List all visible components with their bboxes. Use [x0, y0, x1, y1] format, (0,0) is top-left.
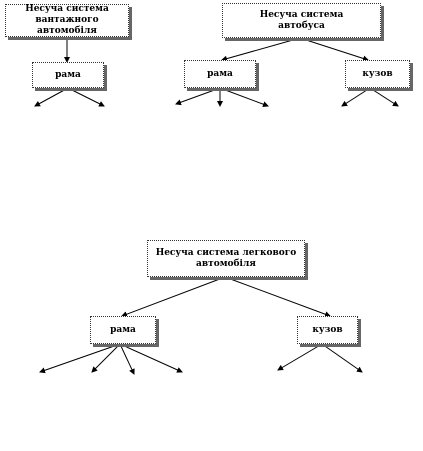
bus-frame-node: рама [184, 60, 256, 88]
car-root-node: Несуча система легкового автомобіля [147, 240, 305, 277]
car-body-node: кузов [297, 316, 358, 344]
car-root-to-body-arrow [224, 276, 331, 318]
truck-frame-branch-left [34, 87, 69, 107]
bus-frame-branch-1 [175, 87, 221, 106]
truck-frame-node: рама [32, 62, 104, 88]
truck-frame-branch-right [67, 87, 105, 107]
car-body-branch-right [321, 343, 363, 373]
bus-body-node: кузов [345, 60, 410, 88]
car-frame-branch-2 [91, 343, 121, 373]
bus-root-to-body-arrow [299, 37, 369, 62]
car-frame-node: рама [90, 316, 156, 344]
bus-body-branch-right [369, 87, 399, 107]
car-frame-branch-4 [119, 343, 183, 373]
car-frame-branch-1 [39, 343, 121, 374]
car-root-to-frame-arrow [121, 276, 226, 318]
bus-body-branch-left [341, 87, 371, 107]
bus-root-to-frame-arrow [221, 37, 301, 62]
truck-root-node: Несуча система вантажного автомобіля [5, 4, 129, 37]
bus-frame-branch-3 [219, 87, 269, 108]
car-frame-branch-3 [119, 343, 135, 375]
car-body-branch-left [277, 343, 323, 371]
bus-root-node: Несуча система автобуса [222, 3, 381, 38]
